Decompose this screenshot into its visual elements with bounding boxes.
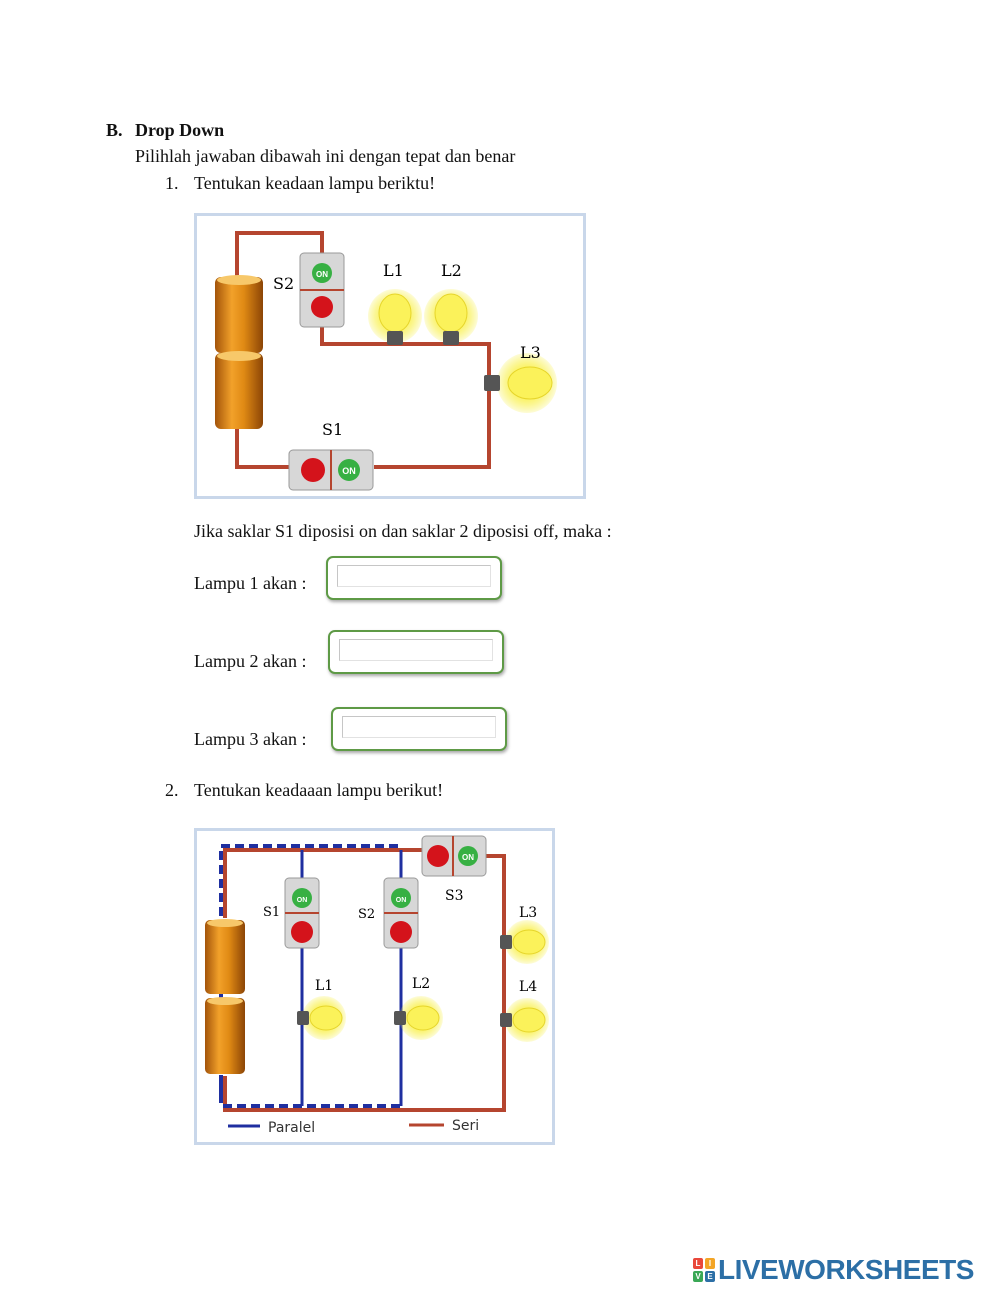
question-1-text: Tentukan keadaan lampu beriktu! [194, 173, 436, 193]
logo-block-4: E [705, 1271, 715, 1282]
label-s1: S1 [322, 420, 343, 439]
bulb-l4-icon [500, 998, 549, 1042]
lamp-2-dropdown-value [339, 639, 493, 661]
lamp-1-dropdown[interactable] [326, 556, 502, 600]
switch-s2-icon: ON [383, 877, 419, 949]
section-instruction: Pilihlah jawaban dibawah ini dengan tepa… [135, 146, 516, 166]
bulb-l1-icon [368, 289, 422, 345]
lamp-3-dropdown-value [342, 716, 496, 738]
switch-s2-on-text: ON [316, 270, 328, 279]
bulb-l3-icon [500, 920, 549, 964]
switch-s3-on-text: ON [462, 853, 474, 862]
logo-block-3: V [693, 1271, 703, 1282]
liveworksheets-logo: L I V E LIVEWORKSHEETS [693, 1256, 974, 1284]
label-l2: L2 [441, 261, 462, 280]
switch-s1-on-text: ON [297, 897, 308, 904]
answer-3-label: Lampu 3 akan : [194, 729, 307, 749]
label-s2: S2 [358, 907, 375, 922]
circuit-figure-1: ON S2 L1 L2 L3 ON S1 [193, 212, 587, 500]
bulb-l3-icon [484, 353, 557, 413]
logo-block-2: I [705, 1258, 715, 1269]
bulb-l2-icon [394, 996, 443, 1040]
label-s3: S3 [445, 888, 464, 904]
lamp-1-dropdown-value [337, 565, 491, 587]
logo-block-1: L [693, 1258, 703, 1269]
label-l3: L3 [520, 343, 541, 362]
lamp-2-dropdown[interactable] [328, 630, 504, 674]
switch-s3-icon: ON [421, 835, 487, 877]
label-l4: L4 [519, 979, 537, 995]
answer-1-label: Lampu 1 akan : [194, 573, 307, 593]
label-l2: L2 [412, 976, 430, 992]
label-s1: S1 [263, 905, 280, 920]
question-1-condition: Jika saklar S1 diposisi on dan saklar 2 … [194, 521, 612, 541]
circuit-figure-2: ON S3 ON S1 ON S2 L1 L2 L3 L4 [193, 827, 556, 1146]
legend-seri-label: Seri [452, 1118, 479, 1134]
logo-text: LIVEWORKSHEETS [718, 1254, 974, 1285]
lamp-3-dropdown[interactable] [331, 707, 507, 751]
question-2-text: Tentukan keadaaan lampu berikut! [194, 780, 444, 800]
section-marker: B. [106, 120, 123, 140]
battery-icon [215, 275, 263, 429]
legend-paralel-label: Paralel [268, 1120, 315, 1136]
label-s2: S2 [273, 274, 294, 293]
bulb-l2-icon [424, 289, 478, 345]
logo-blocks-icon: L I V E [693, 1258, 715, 1282]
bulb-l1-icon [297, 996, 346, 1040]
question-2-number: 2. [165, 780, 179, 800]
section-title: Drop Down [135, 120, 225, 140]
switch-s1-on-text: ON [342, 466, 356, 476]
question-1-number: 1. [165, 173, 179, 193]
switch-s2-on-text: ON [396, 897, 407, 904]
switch-s1-icon: ON [288, 449, 374, 491]
label-l3: L3 [519, 905, 537, 921]
label-l1: L1 [315, 978, 333, 994]
switch-s1-icon: ON [284, 877, 320, 949]
label-l1: L1 [383, 261, 404, 280]
answer-2-label: Lampu 2 akan : [194, 651, 307, 671]
switch-s2-icon: ON [299, 252, 345, 328]
battery-icon [205, 919, 245, 1074]
